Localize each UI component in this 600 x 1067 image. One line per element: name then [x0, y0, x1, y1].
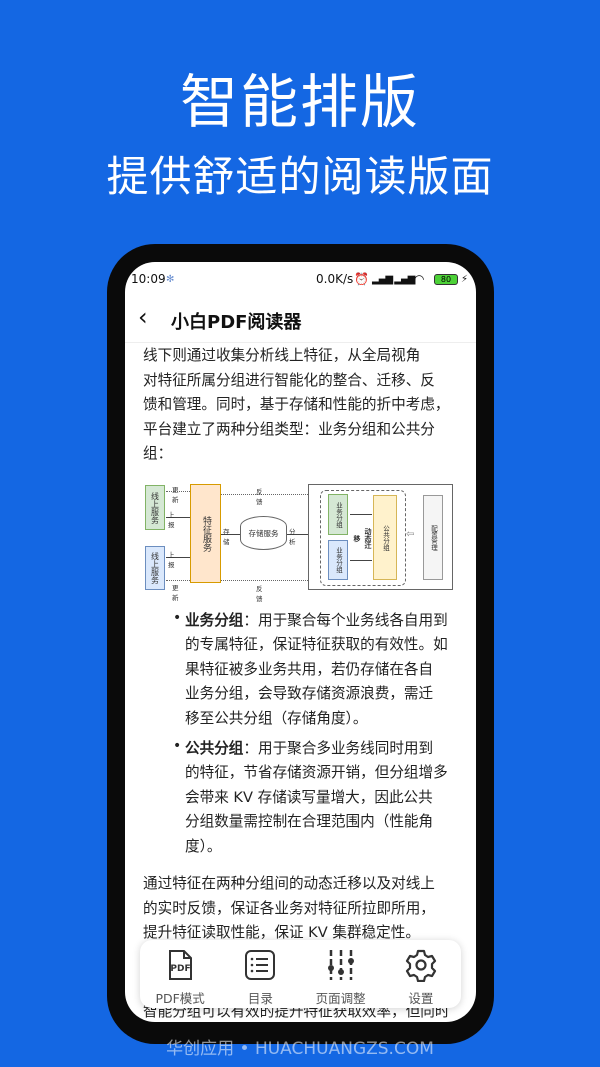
diagram-dotted-arrow — [166, 491, 190, 492]
text-line: 果特征被多业务共用，若仍存储在各自 — [185, 660, 434, 678]
text-line: 平台建立了两种分组类型：业务分组和公共分 — [143, 420, 435, 438]
toolbar-label: 页面调整 — [315, 991, 366, 1006]
diagram-arrow-icon: ⇦ — [406, 529, 415, 540]
bullet-term: 公共分组 — [185, 740, 244, 757]
diagram-arrow — [350, 560, 372, 561]
diagram-arrow — [221, 534, 240, 535]
gear-icon — [405, 949, 436, 982]
text-line: 会带来 KV 存储读写量增大，因此公共 — [185, 788, 433, 806]
bullet-term: 业务分组 — [185, 612, 244, 629]
text-line: 的实时反馈，保证各业务对特征所拉即所用， — [143, 899, 435, 917]
diagram-label: 上报 — [168, 551, 175, 569]
text-line: 线下则通过收集分析线上特征，从全局视角 — [143, 347, 421, 364]
sliders-icon — [327, 950, 354, 980]
diagram-feature-service: 特征服务 — [190, 484, 221, 583]
diagram-label: 存储 — [223, 528, 230, 546]
signal-icon: ▂▄▆ ▂▄▆ — [372, 274, 415, 285]
bullet-icon: • — [173, 738, 182, 754]
bullet-icon: • — [173, 610, 182, 626]
app-title: 小白PDF阅读器 — [171, 312, 302, 333]
toolbar-label: 目录 — [247, 991, 273, 1006]
diagram-dotted-arrow — [221, 494, 308, 495]
diagram-config-mgmt: 配置管理 — [423, 495, 443, 580]
bluetooth-icon: ✻ — [166, 274, 175, 285]
paragraph-1: 线下则通过收集分析线上特征，从全局视角 对特征所属分组进行智能化的整合、迁移、反… — [143, 344, 463, 467]
diagram-dynamic-migration: 动态迁移 — [353, 527, 372, 549]
diagram-storage-service: 存储服务 — [240, 516, 287, 550]
text-line: 馈和管理。同时，基于存储和性能的折中考虑， — [143, 396, 450, 414]
text-line: 移至公共分组（存储角度）。 — [185, 709, 368, 727]
text-line: 度）。 — [185, 837, 222, 855]
text-line: 对特征所属分组进行智能化的整合、迁移、反 — [143, 371, 435, 389]
settings-button[interactable]: 设置 — [381, 940, 461, 1008]
diagram-dashed-box — [320, 490, 406, 586]
toc-button[interactable]: 目录 — [220, 940, 300, 1008]
diagram-label: 反馈 — [256, 585, 263, 603]
bullet-2: 公共分组：用于聚合多业务线同时用到 的特征，节省存储资源开销，但分组增多 会带来… — [185, 737, 467, 859]
back-button[interactable]: ‹ — [138, 303, 148, 331]
diagram-dotted-arrow — [221, 580, 308, 581]
diagram-arrow — [350, 514, 372, 515]
diagram-outer-box — [308, 484, 453, 590]
subheadline: 提供舒适的阅读版面 — [106, 152, 494, 201]
list-icon — [245, 950, 276, 980]
text-line: 的专属特征，保证特征获取的有效性。如 — [185, 636, 448, 654]
text-line: ：用于聚合多业务线同时用到 — [243, 740, 434, 757]
diagram-label: 更新 — [172, 584, 179, 602]
battery-icon: 80 — [434, 274, 458, 285]
page-adjust-button[interactable]: 页面调整 — [301, 940, 381, 1008]
watermark: 华创应用 • HUACHUANGZS.COM — [166, 1039, 434, 1059]
text-line: 提升特征读取性能，保证 KV 集群稳定性。 — [143, 924, 420, 942]
pdf-icon: PDF — [169, 950, 193, 980]
alarm-icon: ⏰ — [354, 272, 369, 286]
diagram-public-group: 公共分组 — [373, 495, 397, 580]
toolbar-label: 设置 — [408, 991, 434, 1006]
diagram-online-service-2: 线上服务 — [145, 546, 165, 590]
diagram-biz-group-1: 业务分组 — [328, 494, 348, 535]
text-line: 分组数量需控制在合理范围内（性能角 — [185, 813, 434, 831]
paragraph-2: 通过特征在两种分组间的动态迁移以及对线上 的实时反馈，保证各业务对特征所拉即所用… — [143, 872, 463, 946]
diagram-label: 更新 — [172, 486, 179, 504]
text-line: 通过特征在两种分组间的动态迁移以及对线上 — [143, 875, 435, 892]
diagram-label: 反馈 — [256, 488, 263, 506]
diagram-dotted-arrow — [166, 580, 190, 581]
diagram-label: 分析 — [289, 528, 296, 546]
pdf-mode-button[interactable]: PDF PDF模式 — [140, 940, 220, 1008]
svg-text:PDF: PDF — [171, 964, 191, 974]
text-line: 组： — [143, 445, 173, 463]
divider — [125, 342, 476, 343]
diagram-online-service-1: 线上服务 — [145, 485, 165, 530]
text-line: 的特征，节省存储资源开销，但分组增多 — [185, 764, 448, 782]
headline: 智能排版 — [179, 68, 420, 136]
text-line: 业务分组，会导致存储资源浪费，需迁 — [185, 685, 434, 703]
diagram-label: 上报 — [168, 511, 175, 529]
network-speed: 0.0K/s — [316, 272, 354, 286]
bottom-toolbar: PDF PDF模式 目录 页面调整 设置 — [140, 940, 461, 1008]
bullet-1: 业务分组：用于聚合每个业务线各自用到 的专属特征，保证特征获取的有效性。如 果特… — [185, 609, 467, 731]
status-time: 10:09 — [131, 272, 166, 286]
diagram-biz-group-2: 业务分组 — [328, 540, 348, 580]
phone-screen — [125, 262, 476, 1022]
wifi-icon: ◠ — [414, 272, 425, 286]
diagram-arrow — [166, 517, 190, 518]
diagram-arrow — [287, 534, 308, 535]
toolbar-label: PDF模式 — [155, 991, 205, 1006]
text-line: ：用于聚合每个业务线各自用到 — [243, 612, 448, 629]
diagram-arrow — [166, 557, 190, 558]
charging-icon: ⚡ — [461, 274, 469, 285]
